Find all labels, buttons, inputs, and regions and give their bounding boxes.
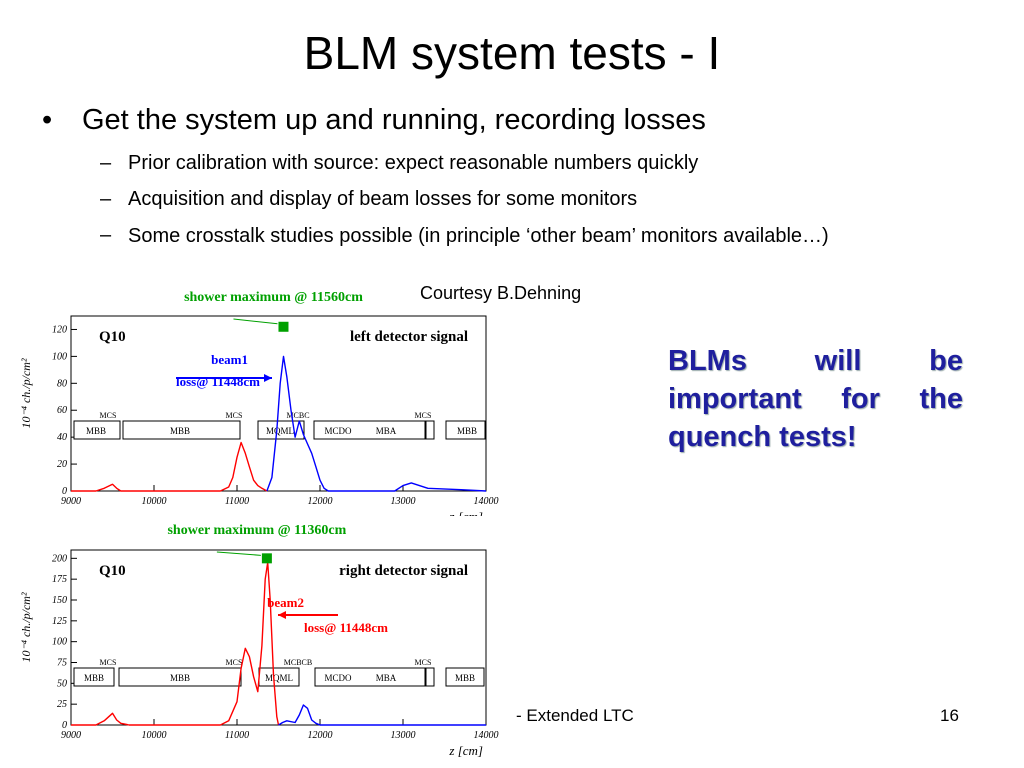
sub-bullet-text: Acquisition and display of beam losses f… <box>128 188 638 210</box>
magnet-top-label: MCBC <box>286 411 309 420</box>
left-detector-chart: 0 20 40 60 80 100 120 9000 10000 11000 12000 13000 1… <box>19 290 499 516</box>
y-tick-label: 25 <box>57 699 67 710</box>
magnet-box <box>73 420 121 440</box>
x-tick-label: 12000 <box>308 496 333 507</box>
magnet-box <box>122 420 241 440</box>
detector-title: left detector signal <box>350 329 468 345</box>
y-tick-label: 100 <box>52 351 67 362</box>
sub-bullet-text: Some crosstalk studies possible (in prin… <box>128 225 829 247</box>
y-tick-label: 80 <box>57 378 67 389</box>
shower-max-annotation: shower maximum @ 11560cm <box>184 290 363 305</box>
y-tick-label: 175 <box>52 574 67 585</box>
series-line-1 <box>278 704 486 726</box>
loss-label: loss@ 11448cm <box>304 620 388 635</box>
magnet-box <box>257 420 305 440</box>
magnet-top-label: MCS <box>226 658 243 667</box>
magnet-box <box>425 667 435 687</box>
y-tick-label: 200 <box>52 553 67 564</box>
magnet-top-label: MCS <box>100 411 117 420</box>
y-tick-label: 100 <box>52 637 67 648</box>
magnet-box <box>445 667 485 687</box>
footer-text: - Extended LTC <box>516 706 634 725</box>
y-tick-label: 150 <box>52 595 67 606</box>
magnet-top-label: MCBCB <box>284 658 312 667</box>
magnet-top-label: MCS <box>100 658 117 667</box>
beam-label: beam2 <box>267 595 304 610</box>
magnet-label: MBB <box>457 426 477 436</box>
x-tick-label: 10000 <box>142 496 167 507</box>
series-line-0 <box>71 441 268 492</box>
beam-label: beam1 <box>211 352 248 367</box>
magnet-box <box>313 420 426 440</box>
x-tick-label: 13000 <box>391 730 416 741</box>
courtesy-text: Courtesy B.Dehning <box>420 283 582 303</box>
shower-max-annotation: shower maximum @ 11360cm <box>167 523 346 538</box>
magnet-box <box>314 667 426 687</box>
y-tick-label: 0 <box>62 720 67 731</box>
magnet-label: MCDO <box>324 673 352 683</box>
page-number: 16 <box>940 706 959 725</box>
magnet-top-label: MCS <box>415 411 432 420</box>
plot-frame <box>70 315 487 492</box>
x-tick-label: 11000 <box>225 496 249 507</box>
series-line-0 <box>71 561 280 726</box>
magnet-label: MBB <box>170 673 190 683</box>
callout-text: BLMs will be important for the quench te… <box>668 345 963 453</box>
shower-max-marker <box>261 553 272 564</box>
x-tick-label: 13000 <box>391 496 416 507</box>
x-axis-label: z [cm] <box>448 509 483 516</box>
detector-title: right detector signal <box>339 563 468 579</box>
y-tick-label: 75 <box>57 658 67 669</box>
y-tick-label: 120 <box>52 324 67 335</box>
loss-arrow-head <box>264 374 272 382</box>
series-line-1 <box>266 355 487 492</box>
x-tick-label: 14000 <box>474 730 499 741</box>
dash: – <box>100 188 112 210</box>
y-axis-label: 10⁻⁴ ch./p/cm² <box>19 358 33 428</box>
magnet-label: MQML <box>265 673 293 683</box>
annotation-pointer <box>216 551 261 556</box>
y-tick-label: 20 <box>57 459 67 470</box>
magnet-label: MBB <box>84 673 104 683</box>
y-tick-label: 60 <box>57 405 67 416</box>
magnet-box <box>73 667 115 687</box>
y-tick-label: 125 <box>52 616 67 627</box>
right-detector-chart: 0 25 50 75 100 125 150 175 200 9000 10000 11000 1200… <box>19 523 499 758</box>
magnet-label: MBB <box>170 426 190 436</box>
loss-arrow-head <box>278 611 286 619</box>
annotation-pointer <box>233 318 278 325</box>
panel-label: Q10 <box>99 329 126 345</box>
magnet-box <box>445 420 486 440</box>
magnet-top-label: MCS <box>415 658 432 667</box>
bullet-text: Get the system up and running, recording… <box>82 104 706 136</box>
dash: – <box>100 224 112 246</box>
loss-label: loss@ 11448cm <box>176 374 260 389</box>
magnet-box <box>425 420 435 440</box>
x-tick-label: 12000 <box>308 730 333 741</box>
dash: – <box>100 152 112 174</box>
magnet-label: MBB <box>86 426 106 436</box>
y-axis-label: 10⁻⁴ ch./p/cm² <box>19 592 33 662</box>
x-tick-label: 14000 <box>474 496 499 507</box>
x-tick-label: 9000 <box>61 496 81 507</box>
y-tick-label: 40 <box>57 432 67 443</box>
magnet-label: MCDO <box>324 426 352 436</box>
sub-bullet-text: Prior calibration with source: expect re… <box>128 152 699 174</box>
y-tick-label: 0 <box>62 486 67 497</box>
magnet-label: MBB <box>455 673 475 683</box>
magnet-label: MBA <box>376 673 397 683</box>
x-tick-label: 11000 <box>225 730 249 741</box>
magnet-box <box>118 667 242 687</box>
slide-title: BLM system tests - I <box>303 27 721 79</box>
x-tick-label: 10000 <box>142 730 167 741</box>
bullet-dot: • <box>42 104 53 136</box>
x-axis-label: z [cm] <box>448 743 483 758</box>
x-tick-label: 9000 <box>61 730 81 741</box>
magnet-label: MBA <box>376 426 397 436</box>
magnet-label: MQML <box>266 426 294 436</box>
y-tick-label: 50 <box>57 678 67 689</box>
magnet-top-label: MCS <box>226 411 243 420</box>
shower-max-marker <box>278 321 289 332</box>
panel-label: Q10 <box>99 563 126 579</box>
